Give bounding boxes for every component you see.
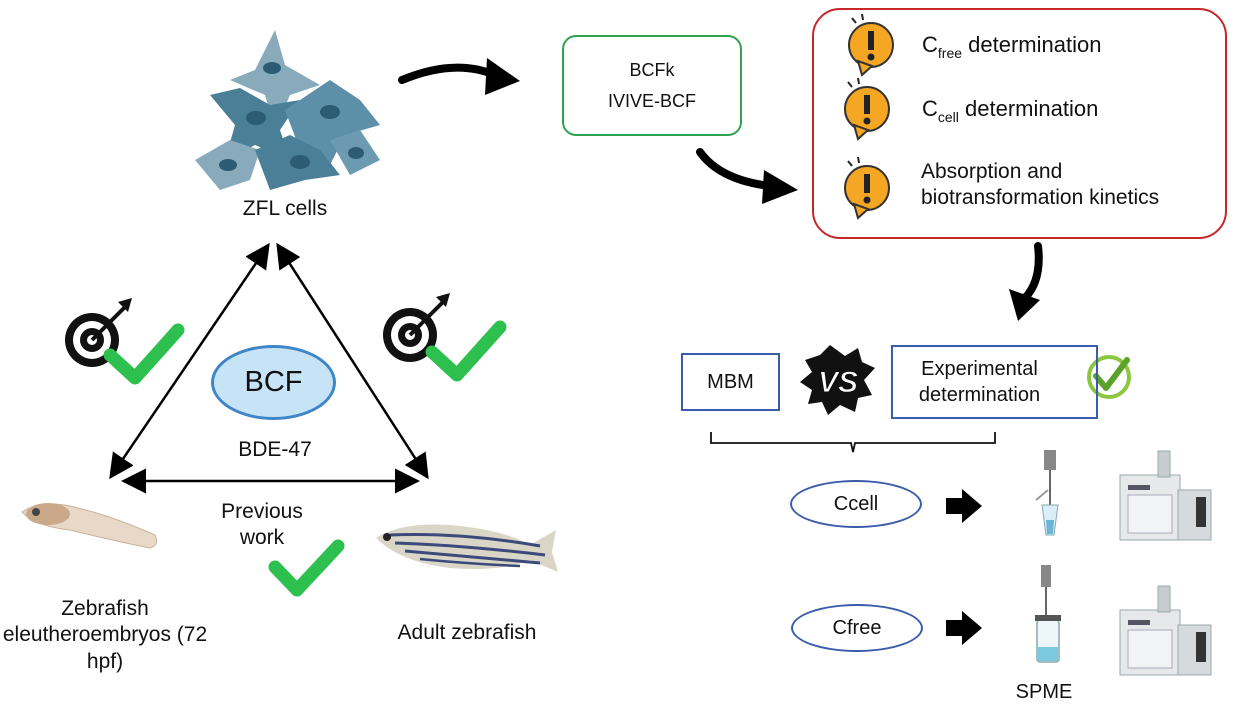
experimental-box: Experimental determination bbox=[891, 345, 1098, 419]
model-bcfk: BCFk bbox=[629, 59, 675, 80]
gc-ms-instrument-icon bbox=[1119, 450, 1212, 541]
model-ivive-bcf: IVIVE-BCF bbox=[607, 90, 696, 111]
gc-ms-instrument-icon bbox=[1119, 585, 1212, 676]
larva-illustration bbox=[21, 503, 158, 549]
challenge-kinetics: Absorption and biotransformation kinetic… bbox=[921, 160, 1160, 210]
vs-text: VS bbox=[818, 366, 858, 399]
left-organism-label: Zebrafish eleutheroembryos (72 hpf) bbox=[2, 597, 208, 673]
bcf-label: BCF bbox=[244, 366, 303, 398]
target-icon bbox=[65, 298, 132, 367]
ccell-ellipse: Ccell bbox=[790, 480, 922, 528]
warning-icon bbox=[844, 156, 890, 220]
check-icon bbox=[425, 320, 507, 382]
right-arrow-icon bbox=[946, 611, 982, 645]
compound-label: BDE-47 bbox=[238, 438, 312, 461]
check-icon bbox=[268, 539, 345, 597]
warning-icon bbox=[848, 13, 894, 77]
check-icon bbox=[103, 323, 185, 385]
challenge-ccell: Ccell determination bbox=[922, 96, 1099, 125]
mbm-box: MBM bbox=[681, 353, 780, 411]
spme-label: SPME bbox=[1015, 681, 1073, 703]
sampling-tube-icon bbox=[1035, 450, 1059, 536]
triangle-arrows bbox=[109, 242, 429, 494]
right-organism-label: Adult zebrafish bbox=[397, 621, 537, 644]
challenges-box bbox=[812, 8, 1227, 239]
challenge-cfree: Cfree determination bbox=[922, 32, 1102, 61]
versus-splash: VS bbox=[800, 345, 875, 415]
cfree-ellipse: Cfree bbox=[791, 604, 923, 652]
target-icon bbox=[383, 293, 450, 362]
adult-zebrafish-illustration bbox=[376, 524, 558, 572]
spme-vial-icon bbox=[1035, 565, 1061, 663]
models-box: BCFk IVIVE-BCF bbox=[562, 35, 742, 136]
check-circle-icon bbox=[1087, 355, 1131, 399]
bcf-ellipse: BCF bbox=[211, 345, 336, 420]
right-arrow-icon bbox=[946, 489, 982, 523]
warning-icon bbox=[844, 77, 890, 141]
zfl-cells-label: ZFL cells bbox=[242, 197, 328, 220]
grouping-brace bbox=[710, 432, 996, 453]
zfl-cells-illustration bbox=[195, 30, 380, 190]
previous-work-label: Previous work bbox=[221, 500, 303, 550]
flow-arrows bbox=[398, 58, 1043, 321]
